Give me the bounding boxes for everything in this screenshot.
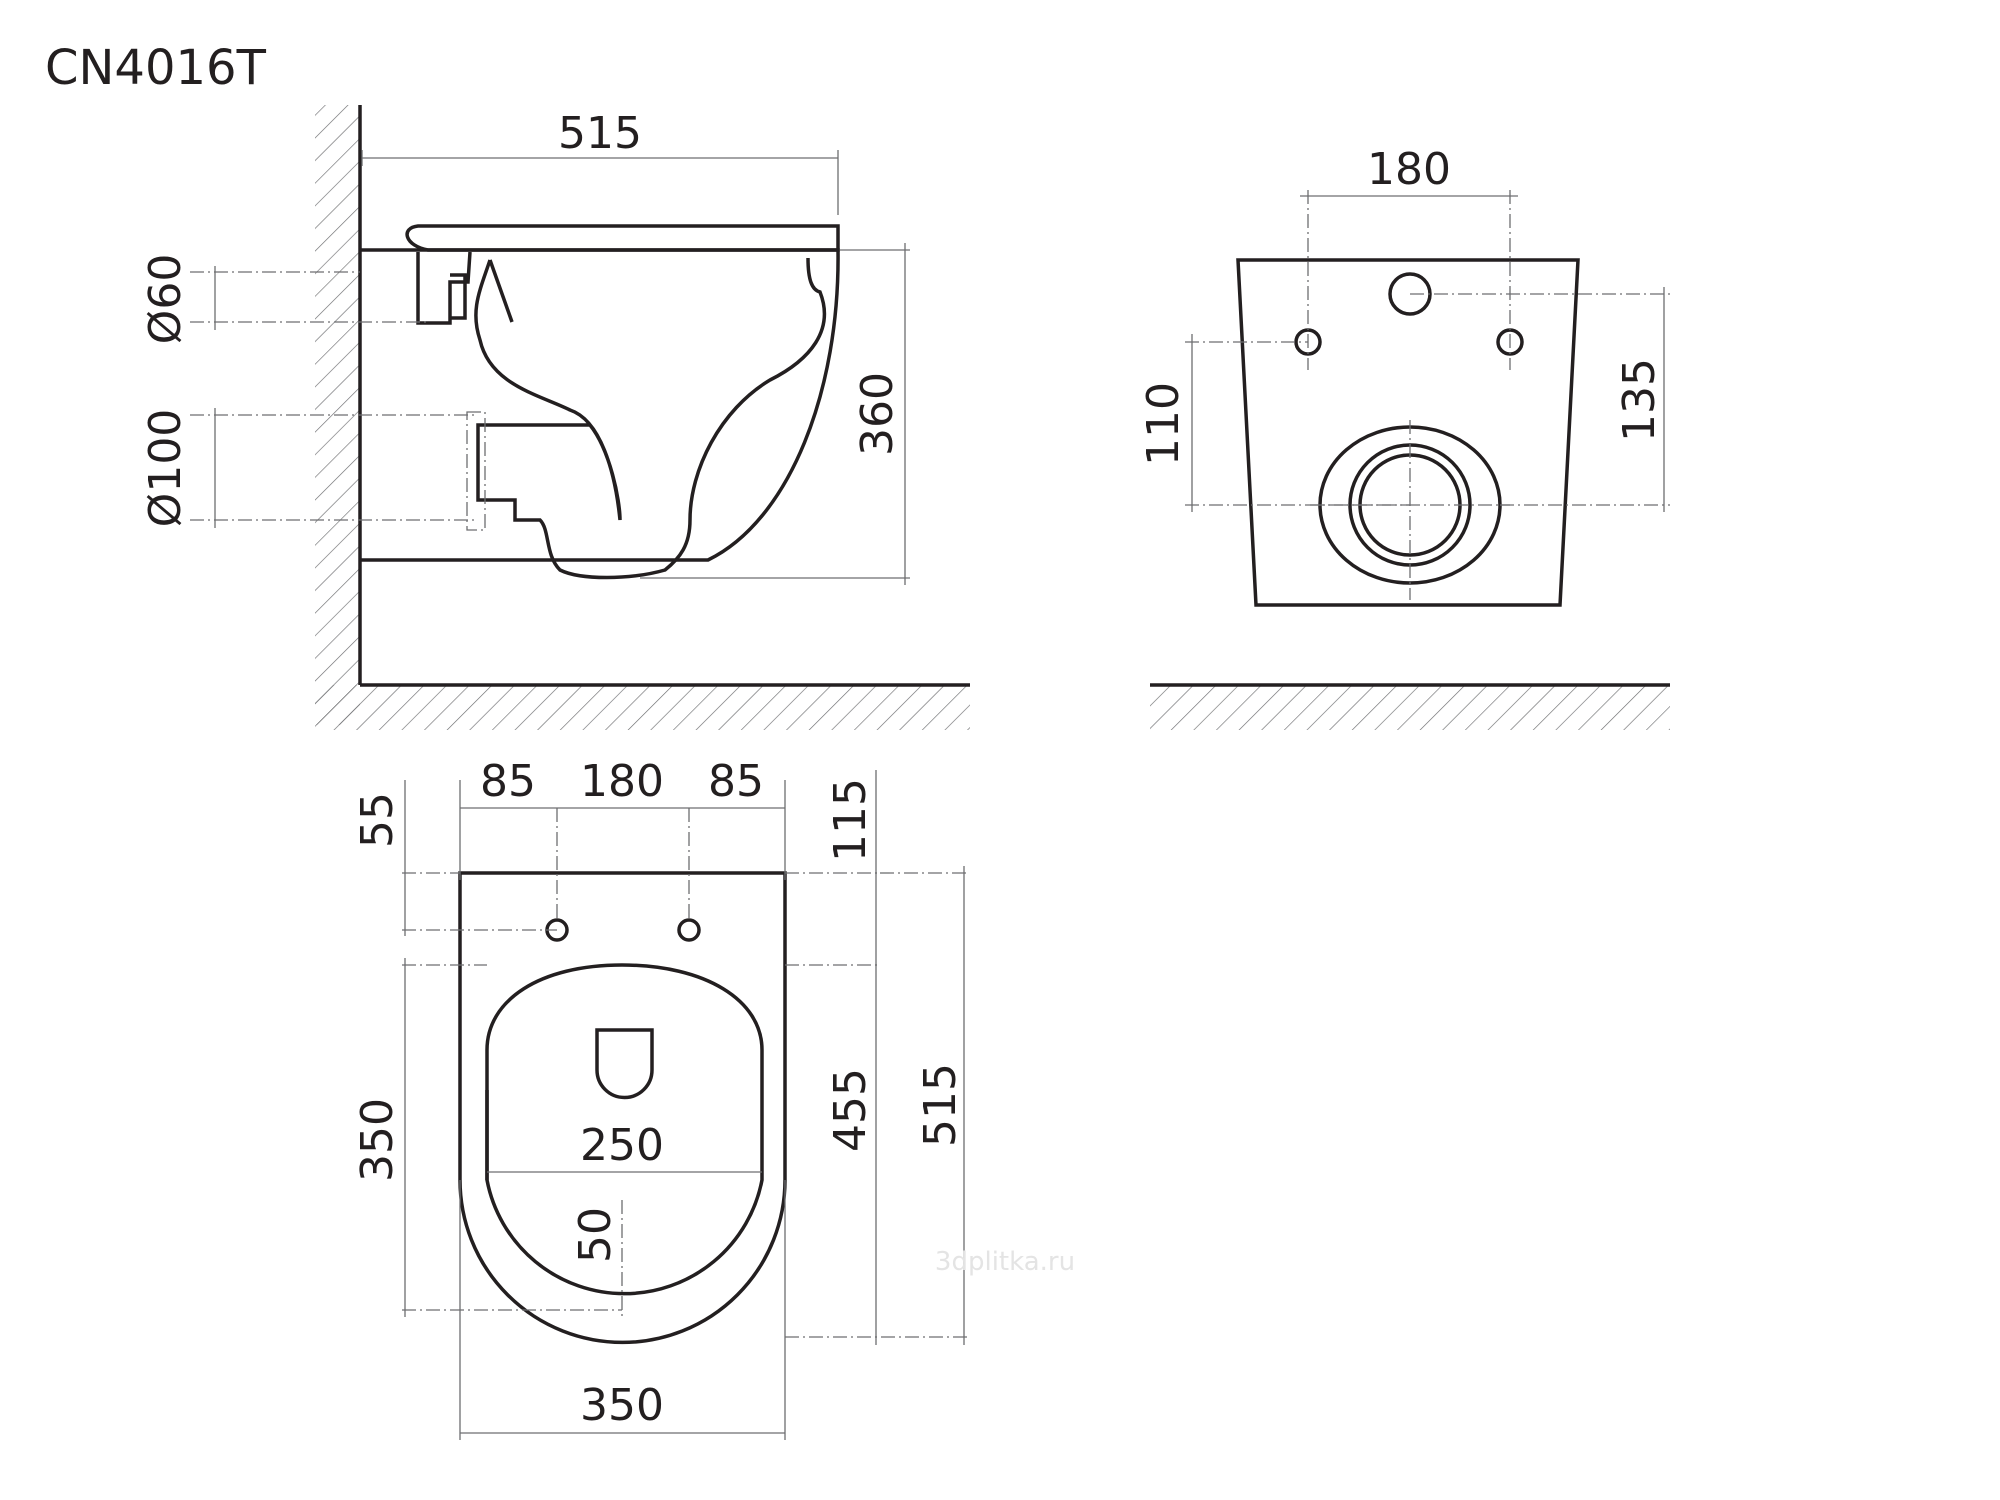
bowl-rim xyxy=(485,963,764,1296)
dim-front-bolt-spacing: 180 xyxy=(1367,144,1451,195)
dim-height: 360 xyxy=(852,372,903,456)
top-view: 85 180 85 55 350 115 455 515 250 50 xyxy=(352,756,970,1440)
side-view: 515 Ø60 Ø100 360 xyxy=(140,105,970,730)
dim-top-bolt-spacing: 180 xyxy=(580,756,664,807)
dim-top-width: 515 xyxy=(558,108,642,159)
dim-seat-length: 350 xyxy=(352,1098,403,1182)
floor-hatch xyxy=(315,685,970,730)
flush-opening xyxy=(595,1028,654,1100)
dim-bolt-from-back: 55 xyxy=(352,792,403,848)
toilet-top-outline xyxy=(458,871,787,1345)
dim-bolt-offset: 135 xyxy=(1614,358,1665,442)
front-view: 180 110 135 xyxy=(1138,144,1670,730)
dim-right-offset: 85 xyxy=(708,756,764,807)
dim-bowl-length: 455 xyxy=(825,1068,876,1152)
dim-outlet-offset: 110 xyxy=(1138,382,1189,466)
watermark: 3dplitka.ru xyxy=(935,1247,1075,1277)
dim-outlet-diameter: Ø100 xyxy=(140,409,191,528)
dim-inlet-diameter: Ø60 xyxy=(140,254,191,345)
inlet-connector xyxy=(416,251,472,325)
dim-total-width: 350 xyxy=(580,1380,664,1431)
toilet-side-outline xyxy=(360,248,840,562)
seat-side xyxy=(405,224,840,252)
dim-rim-width: 250 xyxy=(580,1120,664,1171)
dim-total-length: 515 xyxy=(915,1063,966,1147)
dim-left-offset: 85 xyxy=(480,756,536,807)
bowl-inner xyxy=(474,257,827,580)
toilet-front-outline xyxy=(1236,258,1580,607)
top-bolt-right xyxy=(677,918,701,942)
dim-front-rim: 50 xyxy=(570,1207,621,1263)
model-title: CN4016T xyxy=(45,40,267,96)
dim-rim-from-back: 115 xyxy=(825,778,876,862)
